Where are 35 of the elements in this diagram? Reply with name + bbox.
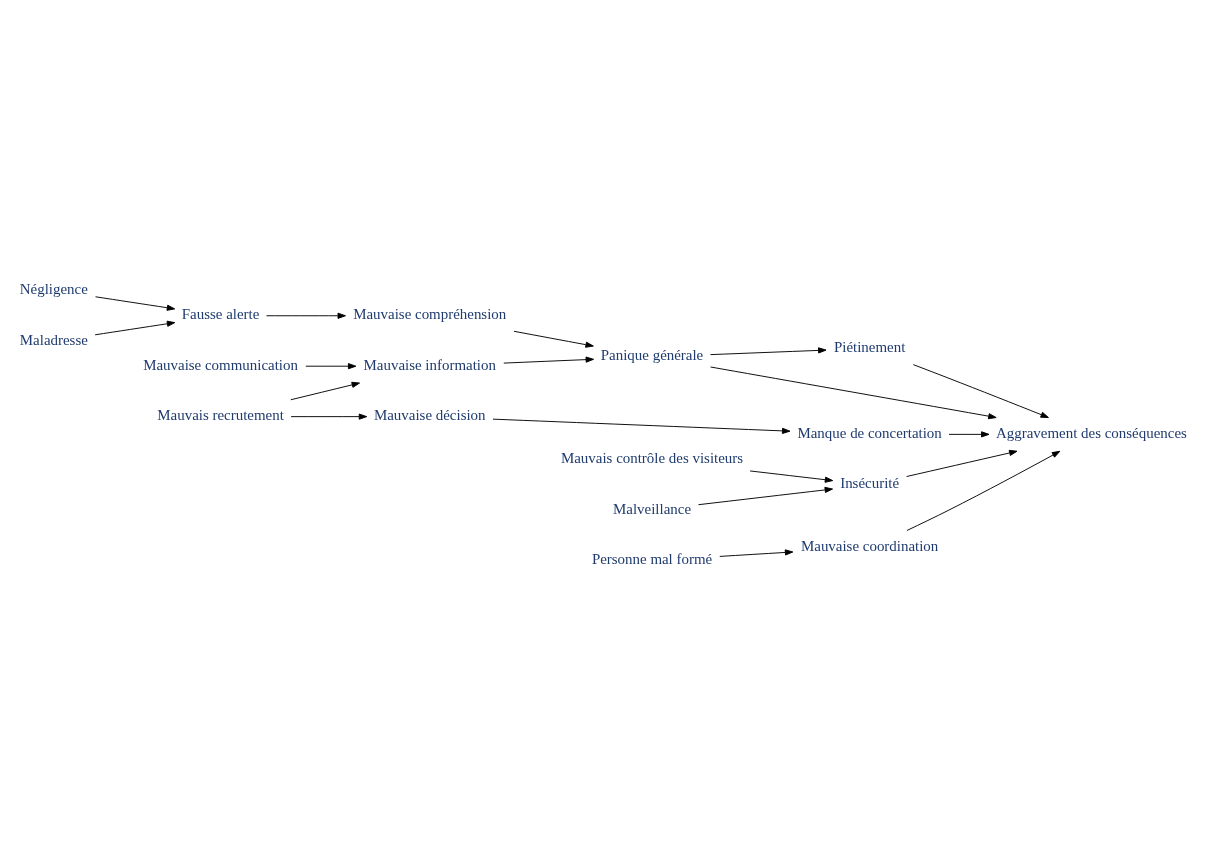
arrow xyxy=(906,450,1061,531)
arrow xyxy=(290,413,368,420)
arrow xyxy=(948,431,990,438)
node-text: Mauvaise communication xyxy=(143,356,298,373)
arrow xyxy=(912,364,1049,418)
arrow xyxy=(503,356,594,364)
arrow xyxy=(305,363,357,370)
node-text: Mauvais recrutement xyxy=(157,407,284,424)
node-text: Insécurité xyxy=(840,475,900,492)
node-text: Maladresse xyxy=(19,331,88,348)
node-text: Aggravement des conséquences xyxy=(996,424,1187,441)
node-text: Piétinement xyxy=(833,339,906,355)
node-text: Personne mal formé xyxy=(591,551,713,567)
node-text: Mauvaise coordination xyxy=(800,537,939,554)
arrow xyxy=(492,418,791,434)
arrow xyxy=(513,330,594,348)
arrow xyxy=(290,381,361,401)
arrow xyxy=(906,449,1018,477)
node-text: Malveillance xyxy=(613,500,692,517)
arrow xyxy=(719,549,794,557)
arrow xyxy=(266,312,346,319)
node-text: Mauvaise décision xyxy=(373,407,486,424)
node-text: Négligence xyxy=(19,281,88,298)
node-text: Mauvaise information xyxy=(363,356,496,373)
node-text: Manque de concertation xyxy=(797,424,942,441)
node-text: Fausse alerte xyxy=(181,306,260,323)
arrow xyxy=(749,470,834,483)
arrow xyxy=(94,320,176,336)
node-text: Mauvaise compréhension xyxy=(353,306,507,323)
arrow xyxy=(710,366,997,420)
node-text: Mauvais contrôle des visiteurs xyxy=(560,450,744,467)
arrow xyxy=(95,296,176,311)
arrow xyxy=(710,347,827,356)
node-text: Panique générale xyxy=(600,347,704,364)
arrow xyxy=(698,486,834,506)
